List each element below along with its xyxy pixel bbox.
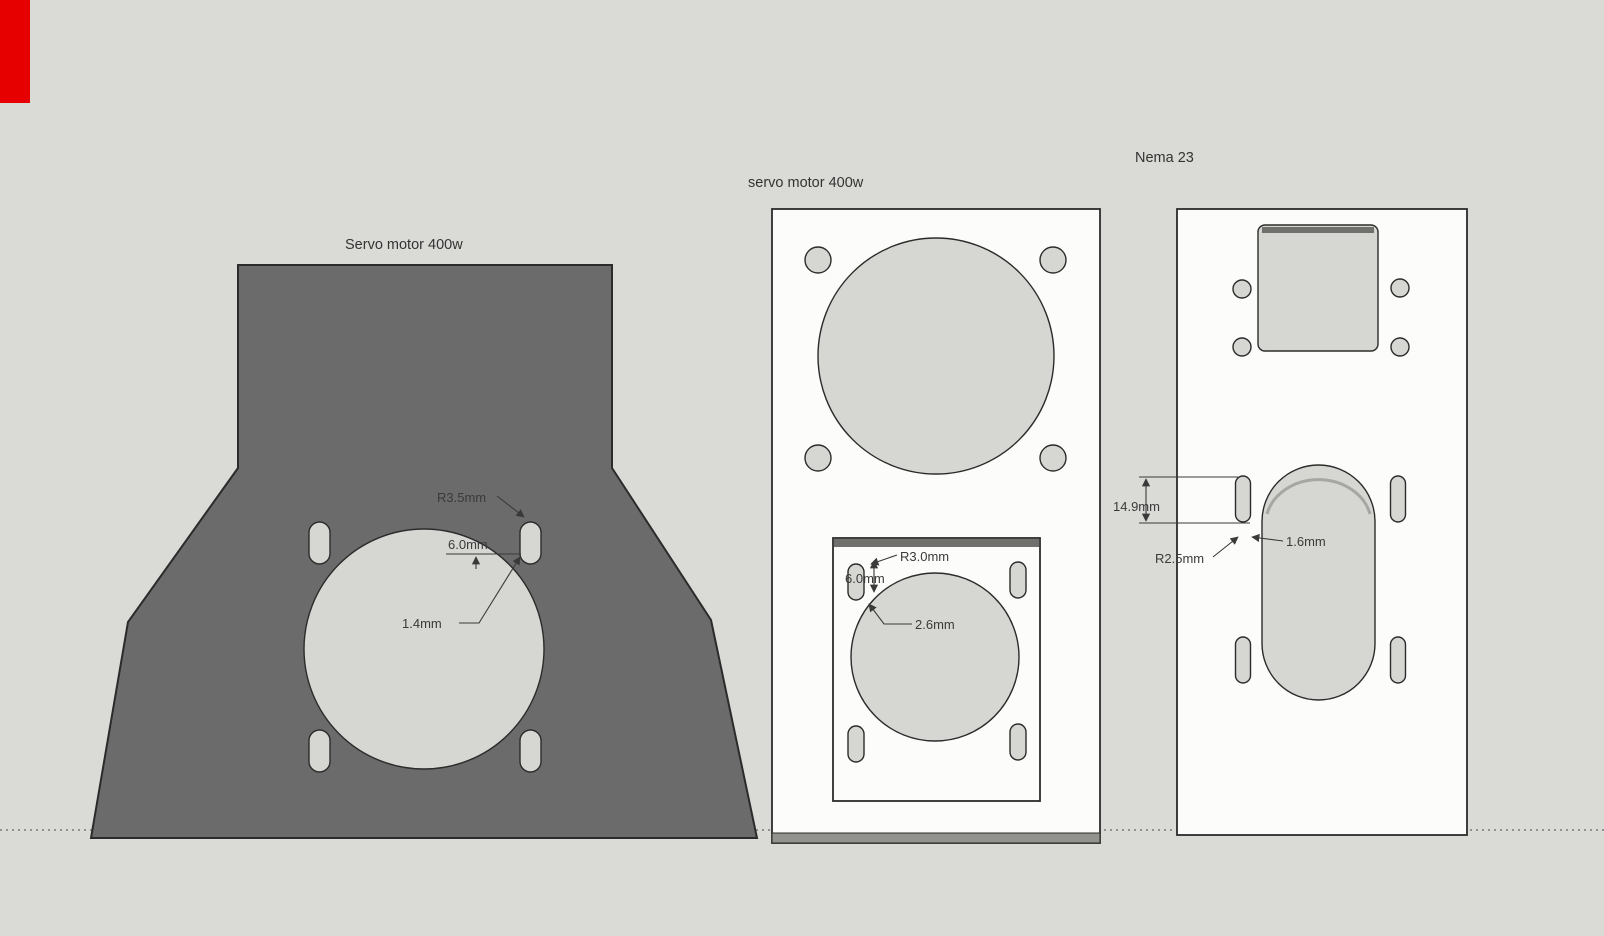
plate-middle-servo-400w: R3.0mm 6.0mm 2.6mm: [771, 208, 1101, 844]
bolt-hole[interactable]: [1232, 337, 1252, 357]
obround-top-shadow: [1265, 478, 1372, 515]
dimension-offset-label[interactable]: 6.0mm: [845, 571, 885, 586]
plate-right-title[interactable]: Nema 23: [1135, 150, 1194, 166]
bolt-hole[interactable]: [1232, 279, 1252, 299]
plate-middle-title[interactable]: servo motor 400w: [748, 175, 864, 191]
obround-cutout[interactable]: [1261, 464, 1376, 701]
leader-line[interactable]: [1251, 533, 1284, 543]
leader-line[interactable]: [496, 495, 525, 518]
dimension-thickness-label[interactable]: 1.4mm: [402, 616, 442, 631]
slot-hole[interactable]: [519, 729, 542, 773]
slot-hole[interactable]: [1009, 723, 1027, 761]
bolt-hole[interactable]: [1039, 246, 1067, 274]
bolt-hole[interactable]: [1390, 278, 1410, 298]
square-cutout[interactable]: [1257, 224, 1379, 352]
square-cutout-top-edge: [1262, 227, 1374, 233]
slot-hole[interactable]: [847, 563, 865, 601]
bolt-hole[interactable]: [804, 444, 832, 472]
dimension-radius-label[interactable]: R2.5mm: [1155, 551, 1204, 566]
plate-middle-inner-bore[interactable]: [850, 572, 1020, 742]
leader-line[interactable]: [868, 603, 912, 625]
slot-hole[interactable]: [308, 521, 331, 565]
red-edge-marker[interactable]: [0, 0, 30, 103]
slot-hole[interactable]: [1389, 636, 1407, 684]
plate-right-nema23: 14.9mm 1.6mm R2.5mm: [1113, 208, 1468, 836]
plate-left-center-bore[interactable]: [303, 528, 545, 770]
dimension-thickness-label[interactable]: 2.6mm: [915, 617, 955, 632]
plate-left-servo-400w: R3.5mm 6.0mm 1.4mm: [89, 264, 759, 839]
dimension-height-label[interactable]: 14.9mm: [1113, 499, 1160, 514]
dimension-radius-label[interactable]: R3.5mm: [437, 490, 486, 505]
slot-hole[interactable]: [1389, 475, 1407, 523]
bolt-hole[interactable]: [1390, 337, 1410, 357]
plate-middle-inner-top-edge: [834, 539, 1039, 547]
slot-hole[interactable]: [1234, 636, 1252, 684]
leader-line[interactable]: [1212, 536, 1239, 558]
leader-line[interactable]: [459, 556, 521, 624]
plate-middle-bottom-edge[interactable]: [771, 832, 1101, 844]
dimension-offset-label[interactable]: 6.0mm: [448, 537, 488, 552]
bolt-hole[interactable]: [1039, 444, 1067, 472]
bolt-hole[interactable]: [804, 246, 832, 274]
slot-hole[interactable]: [1234, 475, 1252, 523]
slot-hole[interactable]: [519, 521, 542, 565]
plate-left-title[interactable]: Servo motor 400w: [345, 237, 463, 253]
dimension-thickness-label[interactable]: 1.6mm: [1286, 534, 1326, 549]
plate-middle-center-bore[interactable]: [817, 237, 1055, 475]
slot-hole[interactable]: [308, 729, 331, 773]
slot-hole[interactable]: [847, 725, 865, 763]
dimension-radius-label[interactable]: R3.0mm: [900, 549, 949, 564]
slot-hole[interactable]: [1009, 561, 1027, 599]
